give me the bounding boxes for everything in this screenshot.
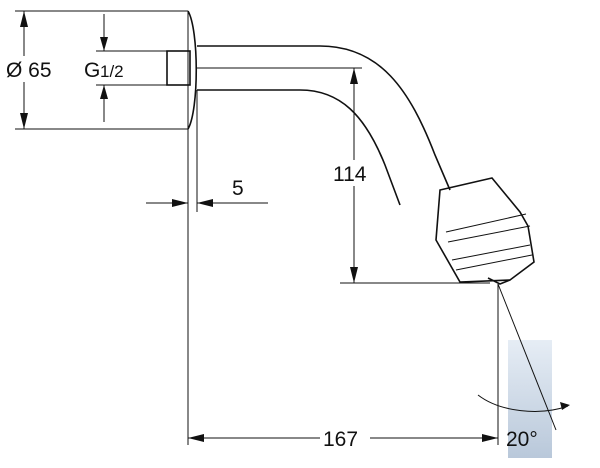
wall-flange [187,10,198,130]
height-arrow-bottom [350,267,358,283]
spray-cone-shading [508,340,552,458]
dia-arrow-top [20,11,28,27]
spray-angle-label: 20° [506,428,538,451]
arm-inner-contour [197,89,401,206]
head-ring-1 [445,213,527,233]
arm-outer-contour [197,45,451,191]
shower-head-body [435,177,535,283]
head-ring-2 [447,225,531,243]
projection-arrow-left [188,434,204,442]
head-ring-3 [451,244,531,261]
thread-label: G [84,59,100,82]
gap-arrow-left [172,199,188,207]
thread-stub [166,50,191,86]
height-arrow-top [350,68,358,84]
height-label: 114 [333,163,367,186]
gap-label: 5 [232,177,244,200]
gap-arrow-right [197,199,213,207]
thread-arrow-top [100,37,108,51]
spray-angle-arc [477,394,569,412]
thread-arrow-bottom [100,85,108,99]
thread-fraction: 1/2 [100,62,124,81]
spray-angle-arrow [560,402,570,410]
nozzle [487,277,511,285]
dia-arrow-bottom [20,113,28,129]
projection-label: 167 [323,428,358,451]
projection-arrow-right [482,434,498,442]
head-ring-4 [455,254,533,271]
diameter-label: Ø 65 [6,59,52,82]
spray-angle-line [497,283,557,431]
